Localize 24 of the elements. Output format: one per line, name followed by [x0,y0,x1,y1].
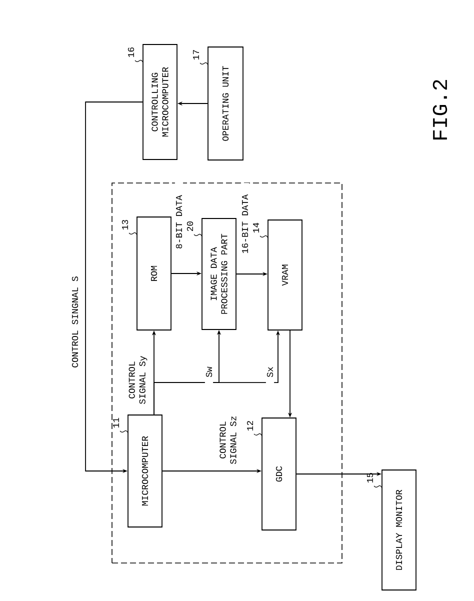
edge-label: CONTROL SIGNAL Sz [218,413,238,467]
callout-number: 11 [113,418,128,434]
edge-label: CONTROL SINGNAL S [70,266,80,378]
edge-label: Sx [266,361,274,383]
block-box: VRAM [268,220,302,330]
block-box: OPERATING UNIT [208,46,244,160]
dashed-boundary [112,182,342,564]
block-box: DISPLAY MONITOR [382,470,416,590]
block-box: MICROCOMPUTER [128,414,162,528]
callout-number: 20 [186,221,202,237]
callout-number: 17 [193,50,208,66]
edge-label: 16-BIT DATA [240,183,250,265]
block-box: ROM [136,216,172,330]
callout-number: 16 [128,48,144,63]
edge-label: CONTROL SIGNAL Sy [128,353,148,407]
block-box: IMAGE DATA PROCESSING PART [202,218,236,330]
edge-label: 8-BIT DATA [174,181,184,263]
block-box: CONTROLLING MICROCOMPUTER [142,44,178,160]
figure-title: FIG.2 [432,80,448,140]
block-box: GDC [262,418,296,530]
callout-number: 12 [247,421,262,436]
edge-label: Sw [204,361,214,383]
callout-number: 13 [122,220,138,236]
callout-number: 14 [253,222,268,238]
